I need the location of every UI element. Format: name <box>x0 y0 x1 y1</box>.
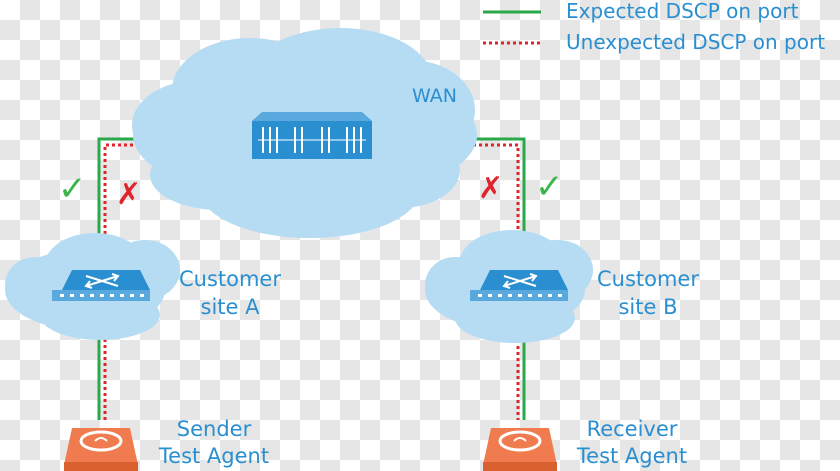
site-a-label-line2: site A <box>200 295 260 320</box>
site-a-switch-icon <box>52 270 150 301</box>
receiver-label-line1: Receiver <box>586 417 678 441</box>
site-b-label-line2: site B <box>618 295 678 320</box>
receiver-label-line2: Test Agent <box>576 444 688 469</box>
cross-mark-left: ✗ <box>116 177 141 212</box>
check-mark-right: ✓ <box>535 167 564 207</box>
receiver-agent-icon <box>483 428 557 471</box>
link-site-a-to-wan <box>97 137 150 240</box>
legend-expected-label: Expected DSCP on port <box>566 0 799 23</box>
sender-label: Sender Test Agent <box>148 416 280 471</box>
site-b-label: Customer site B <box>586 265 710 322</box>
receiver-label: Receiver Test Agent <box>566 416 698 471</box>
legend-unexpected-label: Unexpected DSCP on port <box>566 30 826 54</box>
sender-label-line1: Sender <box>176 417 252 441</box>
cross-mark-right: ✗ <box>478 171 503 206</box>
check-mark-left: ✓ <box>58 169 87 209</box>
link-wan-to-site-b <box>455 137 526 240</box>
site-a-label-line1: Customer <box>178 267 281 291</box>
site-b-switch-icon <box>470 270 568 301</box>
site-a-label: Customer site A <box>168 265 292 322</box>
sender-agent-icon <box>64 428 138 471</box>
wan-label: WAN <box>412 85 457 107</box>
site-b-label-line1: Customer <box>596 267 699 291</box>
wan-router-icon <box>252 112 372 159</box>
sender-label-line2: Test Agent <box>158 444 270 469</box>
